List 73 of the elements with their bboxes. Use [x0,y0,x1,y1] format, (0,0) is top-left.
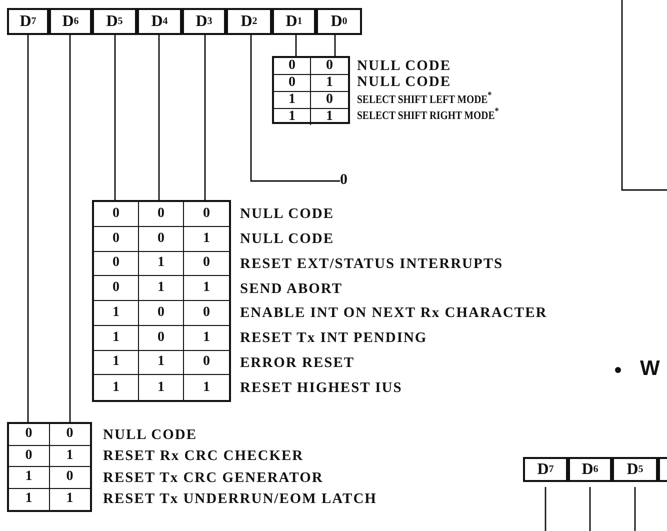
bit-value: 0 [139,301,184,326]
bit-value: 0 [311,92,348,109]
code-description: RESET HIGHEST IUS [240,380,402,396]
bit-value: 1 [184,326,229,350]
code-description: ERROR RESET [240,356,355,370]
bit-value: 0 [184,252,229,276]
bit-value: 1 [274,92,311,109]
bit-value: 1 [94,301,139,326]
bit-value: 1 [50,446,90,467]
bit-value: 0 [94,226,139,252]
code-description: NULL CODE [103,428,198,442]
code-description: NULL CODE [240,207,334,222]
bit-value: 0 [184,301,229,326]
bit-table [272,56,350,124]
code-description: SEND ABORT [240,282,343,296]
bit-value: 1 [311,75,348,92]
bit-value: 1 [139,276,184,301]
heading-text: W [640,358,660,379]
code-description: SELECT SHIFT RIGHT MODE$^{*}$ [357,107,499,122]
bit-table [7,422,92,512]
bit-value: 1 [325,109,334,125]
code-description: NULL CODE [357,75,452,90]
connector-line [589,487,591,531]
connector-line [158,35,160,200]
bit-value: 0 [50,467,90,488]
bit-value: 0 [139,202,184,227]
bit-value: 0 [9,446,50,467]
bit-value: 1 [184,226,229,252]
bit-value: 0 [94,276,139,301]
connector-line [69,35,71,422]
code-description: RESET Tx INT PENDING [240,331,428,346]
code-description: NULL CODE [357,59,452,74]
connector-line [204,35,206,200]
connector-line [114,35,116,200]
bit-value: 1 [139,252,184,276]
bit-value: 1 [94,375,139,400]
bit-value: 1 [65,490,74,508]
bit-value: 0 [139,326,184,350]
connector-line [334,35,336,56]
code-description: RESET EXT/STATUS INTERRUPTS [240,256,504,272]
code-description: ENABLE INT ON NEXT Rx CHARACTER [240,306,548,321]
code-description: RESET Tx CRC GENERATOR [103,470,324,486]
code-description: SELECT SHIFT LEFT MODE$^{*}$ [357,91,492,106]
bit-value: 0 [274,75,311,92]
bit-value: 0 [184,202,229,227]
code-description: NULL CODE [240,232,334,247]
code-description: RESET Tx UNDERRUN/EOM LATCH [103,492,377,507]
bit-value: 0 [94,252,139,276]
code-description: RESET Rx CRC CHECKER [103,449,304,464]
connector-line [27,35,29,422]
bit-value: 1 [139,375,184,400]
bit-value: 1 [139,350,184,376]
bit-value: 0 [340,173,350,188]
bit-value: 0 [184,350,229,376]
register-bit-cell [658,457,667,482]
bit-value: 1 [202,378,211,397]
bit-value: 0 [274,58,311,75]
bit-value: 1 [274,109,311,125]
connector-line [250,35,340,182]
bit-value: 0 [139,226,184,252]
connector-line [544,487,546,531]
bit-value: 1 [94,350,139,376]
bit-value: 1 [184,276,229,301]
bit-value: 0 [311,58,348,75]
bit-table [92,200,231,402]
bit-value: 1 [9,488,50,510]
bit-value: 1 [94,326,139,350]
connector-line [295,35,297,56]
bit-value: 0 [50,424,90,446]
bit-value: 0 [9,424,50,446]
connector-line [634,487,636,531]
bit-value: 0 [94,202,139,227]
bit-value: 1 [9,467,50,488]
